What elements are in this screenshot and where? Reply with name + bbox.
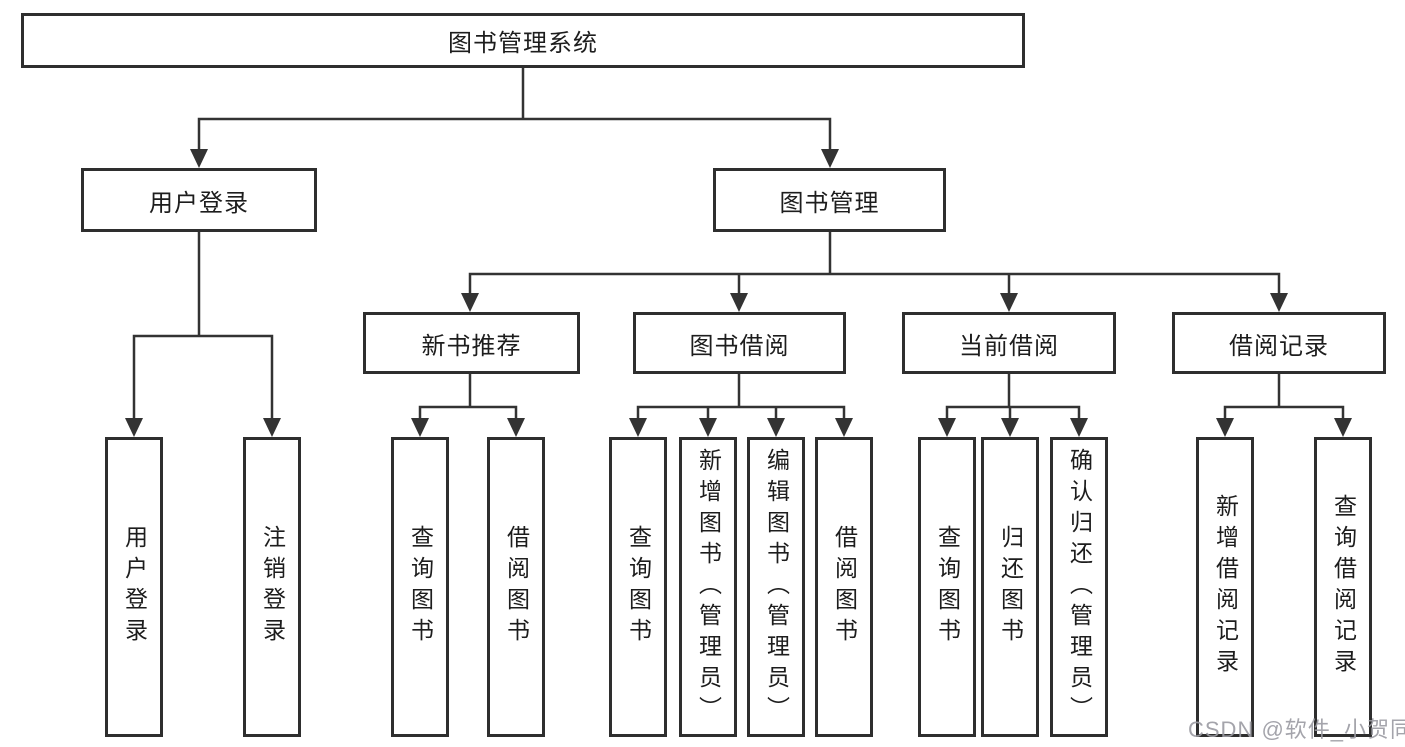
- node-label: 编辑图书（管理员）: [763, 447, 790, 727]
- leaf-logout: 注销登录: [243, 437, 301, 737]
- node-label: 新增图书（管理员）: [695, 447, 722, 727]
- arrowheads: [125, 149, 1352, 437]
- node-label: 查询图书: [934, 525, 961, 649]
- leaf-edit-book-admin: 编辑图书（管理员）: [747, 437, 805, 737]
- node-label: 查询借阅记录: [1330, 494, 1357, 680]
- node-user-login: 用户登录: [81, 168, 317, 232]
- leaf-query-books-recommend: 查询图书: [391, 437, 449, 737]
- node-label: 查询图书: [625, 525, 652, 649]
- leaf-query-borrow-record: 查询借阅记录: [1314, 437, 1372, 737]
- leaf-query-books-borrowing: 查询图书: [609, 437, 667, 737]
- node-library-system: 图书管理系统: [21, 13, 1025, 68]
- leaf-return-book: 归还图书: [981, 437, 1039, 737]
- leaf-add-book-admin: 新增图书（管理员）: [679, 437, 737, 737]
- node-label: 借阅记录: [1229, 332, 1329, 360]
- node-label: 注销登录: [259, 525, 286, 649]
- leaf-borrow-books-recommend: 借阅图书: [487, 437, 545, 737]
- leaf-add-borrow-record: 新增借阅记录: [1196, 437, 1254, 737]
- node-label: 图书借阅: [689, 332, 790, 360]
- node-borrow-records: 借阅记录: [1172, 312, 1386, 374]
- node-label: 借阅图书: [503, 525, 530, 649]
- node-label: 查询图书: [407, 525, 434, 649]
- node-book-management: 图书管理: [713, 168, 946, 232]
- node-label: 当前借阅: [959, 332, 1059, 360]
- leaf-user-login: 用户登录: [105, 437, 163, 737]
- leaf-query-books-current: 查询图书: [918, 437, 976, 737]
- node-label: 用户登录: [121, 525, 148, 649]
- node-label: 新书推荐: [421, 332, 522, 360]
- node-label: 借阅图书: [831, 525, 858, 649]
- node-label: 归还图书: [997, 525, 1024, 649]
- node-new-book-recommend: 新书推荐: [363, 312, 580, 374]
- node-label: 图书管理系统: [448, 30, 598, 57]
- leaf-confirm-return-admin: 确认归还（管理员）: [1050, 437, 1108, 737]
- watermark: CSDN @软件_小贺同学: [1188, 717, 1405, 742]
- node-label: 确认归还（管理员）: [1066, 447, 1093, 727]
- node-book-borrowing: 图书借阅: [633, 312, 846, 374]
- node-label: 图书管理: [779, 189, 880, 217]
- node-label: 新增借阅记录: [1212, 494, 1239, 680]
- node-label: 用户登录: [149, 189, 249, 217]
- node-current-borrowing: 当前借阅: [902, 312, 1116, 374]
- leaf-borrow-books-borrowing: 借阅图书: [815, 437, 873, 737]
